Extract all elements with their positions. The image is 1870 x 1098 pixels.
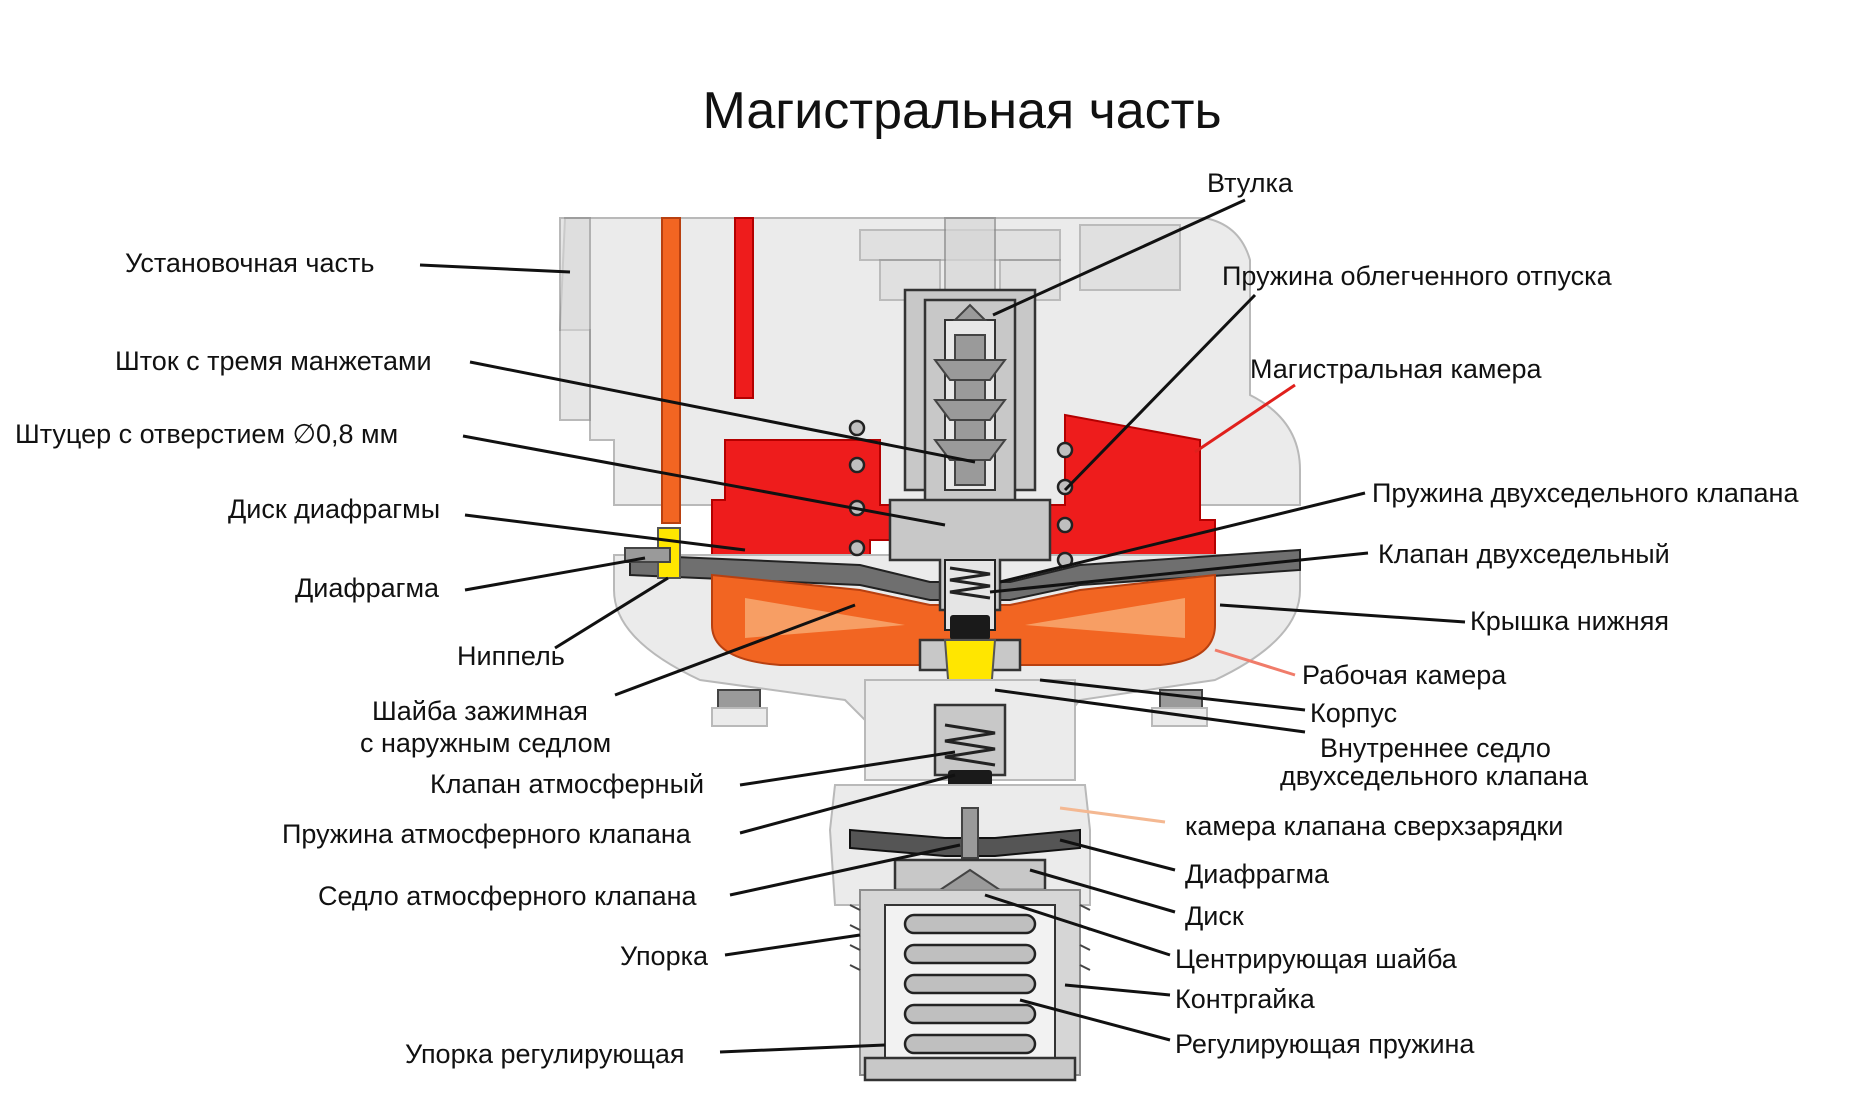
label-fitting: Штуцер с отверстием ∅0,8 мм — [15, 419, 398, 449]
label-mounting-part: Установочная часть — [125, 248, 374, 278]
label-inner-seat-2: двухседельного клапана — [1280, 761, 1589, 791]
label-adjusting-spring: Регулирующая пружина — [1175, 1029, 1475, 1059]
main-chamber — [711, 439, 931, 556]
label-stop: Упорка — [620, 941, 709, 971]
label-atm-valve-seat: Седло атмосферного клапана — [318, 881, 697, 911]
leader-lines — [419, 198, 1466, 1054]
label-centering-washer: Центрирующая шайба — [1175, 944, 1458, 974]
label-lock-nut: Контргайка — [1175, 984, 1316, 1014]
label-adjusting-stop: Упорка регулирующая — [405, 1039, 684, 1069]
label-diaphragm-top: Диафрагма — [295, 573, 440, 603]
label-double-seat-valve: Клапан двухседельный — [1378, 539, 1670, 569]
label-double-seat-spring: Пружина двухседельного клапана — [1372, 478, 1799, 508]
label-nipple: Ниппель — [457, 641, 565, 671]
regulating-spring — [903, 913, 1037, 1055]
label-light-release-spring: Пружина облегченного отпуска — [1222, 261, 1613, 291]
label-diaphragm-disc: Диск диафрагмы — [228, 494, 440, 524]
label-inner-seat-1: Внутреннее седло — [1320, 733, 1551, 763]
diagram-title: Магистральная часть — [702, 82, 1221, 140]
label-lower-cover: Крышка нижняя — [1470, 606, 1669, 636]
label-disc: Диск — [1185, 901, 1244, 931]
label-vtulka: Втулка — [1207, 168, 1294, 198]
label-main-chamber: Магистральная камера — [1250, 354, 1543, 384]
label-diaphragm-bottom: Диафрагма — [1185, 859, 1330, 889]
label-clamp-washer-1: Шайба зажимная — [372, 696, 588, 726]
labels: Втулка Установочная часть Пружина облегч… — [15, 168, 1799, 1069]
diaphragm-upper — [629, 548, 1301, 601]
label-working-chamber: Рабочая камера — [1302, 660, 1507, 690]
label-atm-valve: Клапан атмосферный — [430, 769, 704, 799]
valve-drawing — [558, 217, 1301, 1082]
spring-coils-right — [1056, 441, 1074, 569]
label-overcharge-chamber: камера клапана сверхзарядки — [1185, 811, 1563, 841]
label-body: Корпус — [1310, 698, 1397, 728]
label-stem: Шток с тремя манжетами — [115, 346, 432, 376]
label-atm-valve-spring: Пружина атмосферного клапана — [282, 819, 692, 849]
label-clamp-washer-2: с наружным седлом — [360, 728, 611, 758]
